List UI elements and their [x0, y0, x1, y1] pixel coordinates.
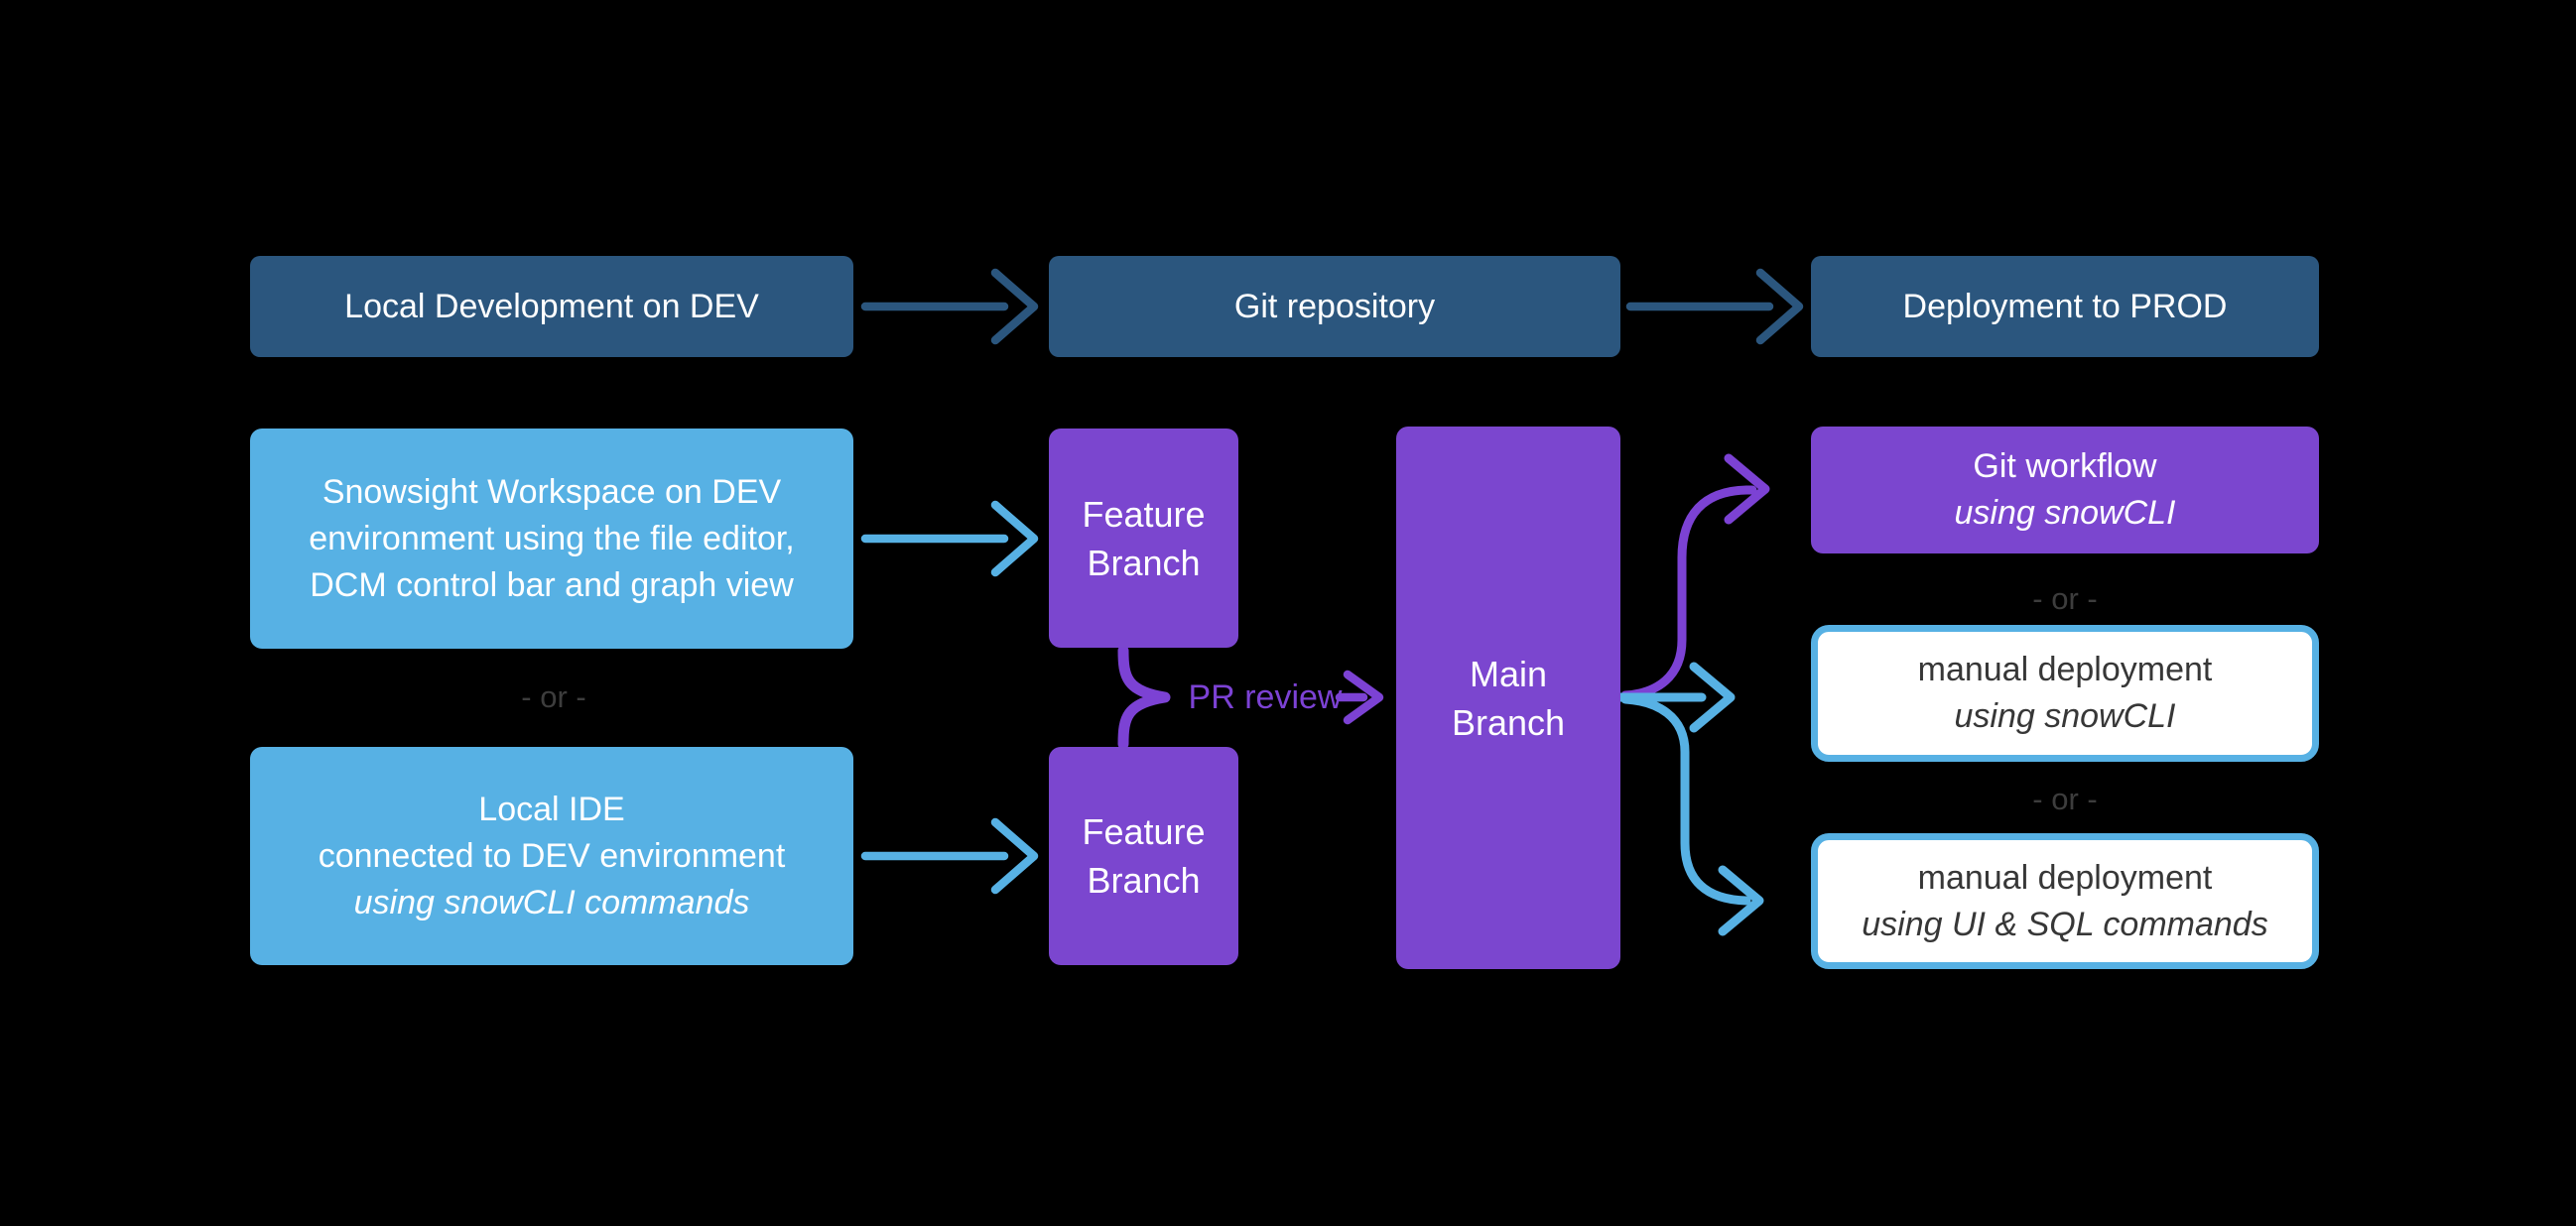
node-deployment-prod: Deployment to PROD	[1811, 256, 2319, 357]
git-workflow-subtitle: using snowCLI	[1954, 494, 2176, 532]
arrow-main-to-manual-snowcli-icon	[1615, 662, 1736, 733]
main-branch-line-2: Branch	[1451, 701, 1566, 743]
node-local-development: Local Development on DEV	[250, 256, 853, 357]
node-snowsight-workspace: Snowsight Workspace on DEV environment u…	[250, 429, 853, 649]
arrow-main-to-gitworkflow-icon	[1620, 453, 1770, 700]
main-branch-line-1: Main	[1469, 653, 1548, 694]
arrow-gitrepo-to-deployprod-icon	[1625, 268, 1804, 345]
node-git-repository: Git repository	[1049, 256, 1620, 357]
or-separator-right-2: - or -	[2032, 782, 2098, 816]
arrow-localdev-to-gitrepo-icon	[860, 268, 1039, 345]
node-main-branch: Main Branch	[1396, 427, 1620, 969]
manual-snowcli-title: manual deployment	[1917, 651, 2213, 688]
local-ide-line-2: connected to DEV environment	[318, 836, 786, 875]
node-deployment-prod-label: Deployment to PROD	[1902, 287, 2228, 325]
pr-review-label: PR review	[1188, 678, 1343, 716]
manual-ui-sql-title: manual deployment	[1917, 858, 2213, 897]
arrow-main-to-manual-uisql-icon	[1620, 694, 1764, 936]
feature-branch-bottom-line-1: Feature	[1082, 811, 1206, 852]
node-local-ide: Local IDE connected to DEV environment u…	[250, 747, 853, 965]
snowsight-line-1: Snowsight Workspace on DEV	[322, 472, 782, 511]
feature-branch-bottom-line-2: Branch	[1087, 860, 1201, 901]
snowsight-line-2: environment using the file editor,	[309, 519, 795, 557]
or-separator-left: - or -	[521, 679, 586, 714]
node-manual-deployment-snowcli: manual deployment using snowCLI	[1811, 625, 2319, 762]
arrow-snowsight-to-feature-icon	[860, 500, 1039, 577]
snowsight-line-3: DCM control bar and graph view	[310, 565, 794, 604]
node-feature-branch-top: Feature Branch	[1049, 429, 1238, 648]
git-workflow-title: Git workflow	[1973, 447, 2157, 485]
node-git-workflow: Git workflow using snowCLI	[1811, 427, 2319, 553]
manual-snowcli-subtitle: using snowCLI	[1954, 697, 2176, 735]
node-manual-deployment-ui-sql: manual deployment using UI & SQL command…	[1811, 833, 2319, 969]
node-git-repository-label: Git repository	[1233, 287, 1436, 325]
local-ide-line-1: Local IDE	[478, 790, 625, 828]
node-local-development-label: Local Development on DEV	[344, 287, 759, 325]
feature-branch-top-line-2: Branch	[1087, 542, 1201, 583]
or-separator-right-1: - or -	[2032, 581, 2098, 616]
node-feature-branch-bottom: Feature Branch	[1049, 747, 1238, 965]
merge-brace-icon	[1117, 645, 1171, 750]
feature-branch-top-line-1: Feature	[1082, 493, 1206, 535]
manual-ui-sql-subtitle: using UI & SQL commands	[1862, 905, 2268, 943]
local-ide-line-3: using snowCLI commands	[353, 883, 750, 921]
arrow-localide-to-feature-icon	[860, 817, 1039, 895]
